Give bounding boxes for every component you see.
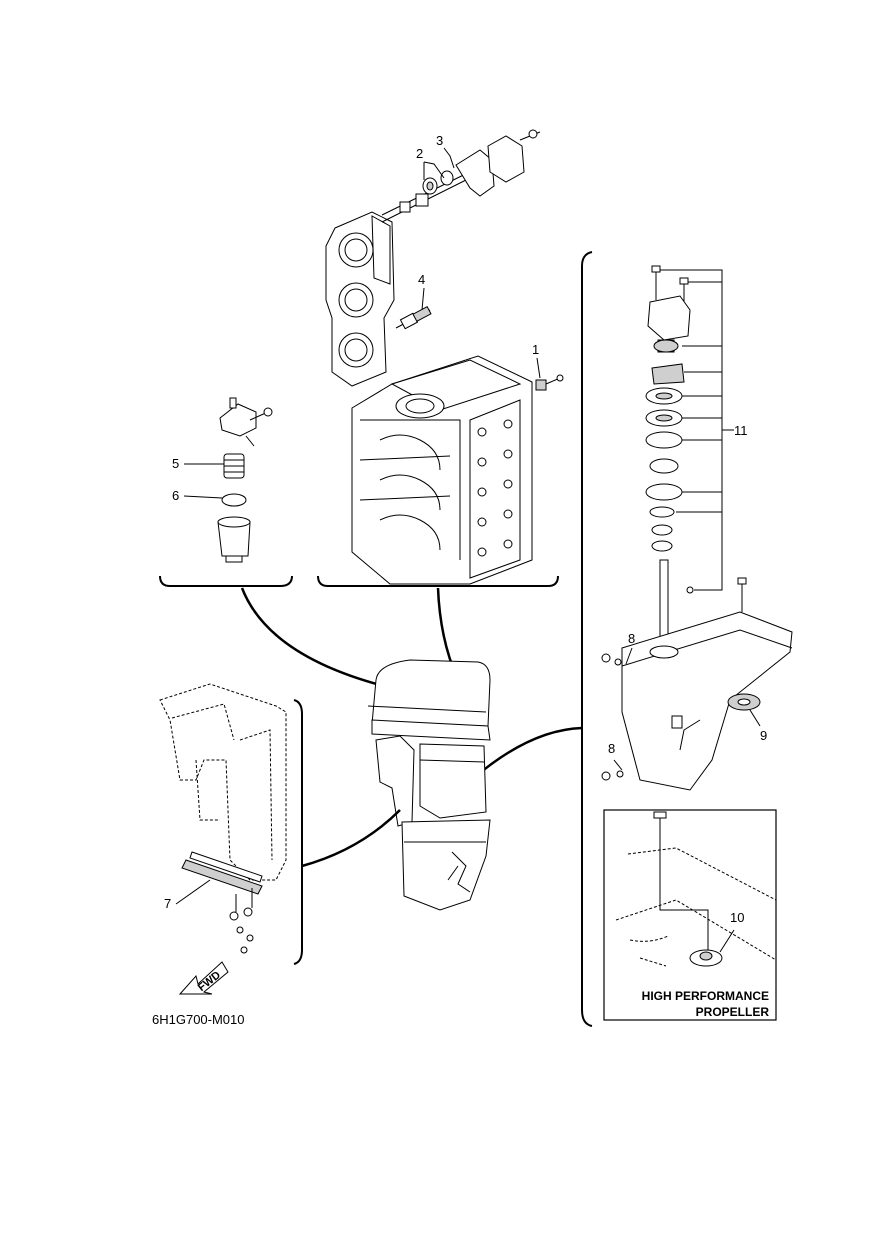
callout-numbers: 1 2 3 4 5 6 7 8 8 9 10 11 <box>164 133 767 925</box>
callout-1: 1 <box>532 342 539 357</box>
callout-2: 2 <box>416 146 423 161</box>
callout-7: 7 <box>164 896 171 911</box>
propeller-inset <box>603 809 777 1021</box>
callout-6: 6 <box>172 488 179 503</box>
swivel-bracket-assembly <box>159 683 401 965</box>
callout-9: 9 <box>760 728 767 743</box>
block-bolts <box>477 419 513 557</box>
callout-8-bottom: 8 <box>608 741 615 756</box>
callout-5: 5 <box>172 456 179 471</box>
upper-group-brackets <box>159 575 559 692</box>
callout-8-top: 8 <box>628 631 635 646</box>
spark-plug <box>395 306 432 330</box>
callout-3: 3 <box>436 133 443 148</box>
callout-11: 11 <box>734 423 748 438</box>
callout-4: 4 <box>418 272 425 287</box>
lower-unit-housing <box>601 577 793 791</box>
water-pump-exploded <box>645 265 734 661</box>
inset-caption-line2: PROPELLER <box>696 1005 770 1019</box>
cylinder-head-assembly <box>325 129 541 387</box>
callout-10: 10 <box>730 910 744 925</box>
fuel-filter-assembly <box>217 397 273 563</box>
figure-code: 6H1G700-M010 <box>152 1012 245 1027</box>
cylinder-block <box>351 355 564 585</box>
inset-caption-line1: HIGH PERFORMANCE <box>642 989 769 1003</box>
outboard-motor <box>367 659 491 911</box>
fwd-arrow-icon: FWD <box>178 961 229 995</box>
